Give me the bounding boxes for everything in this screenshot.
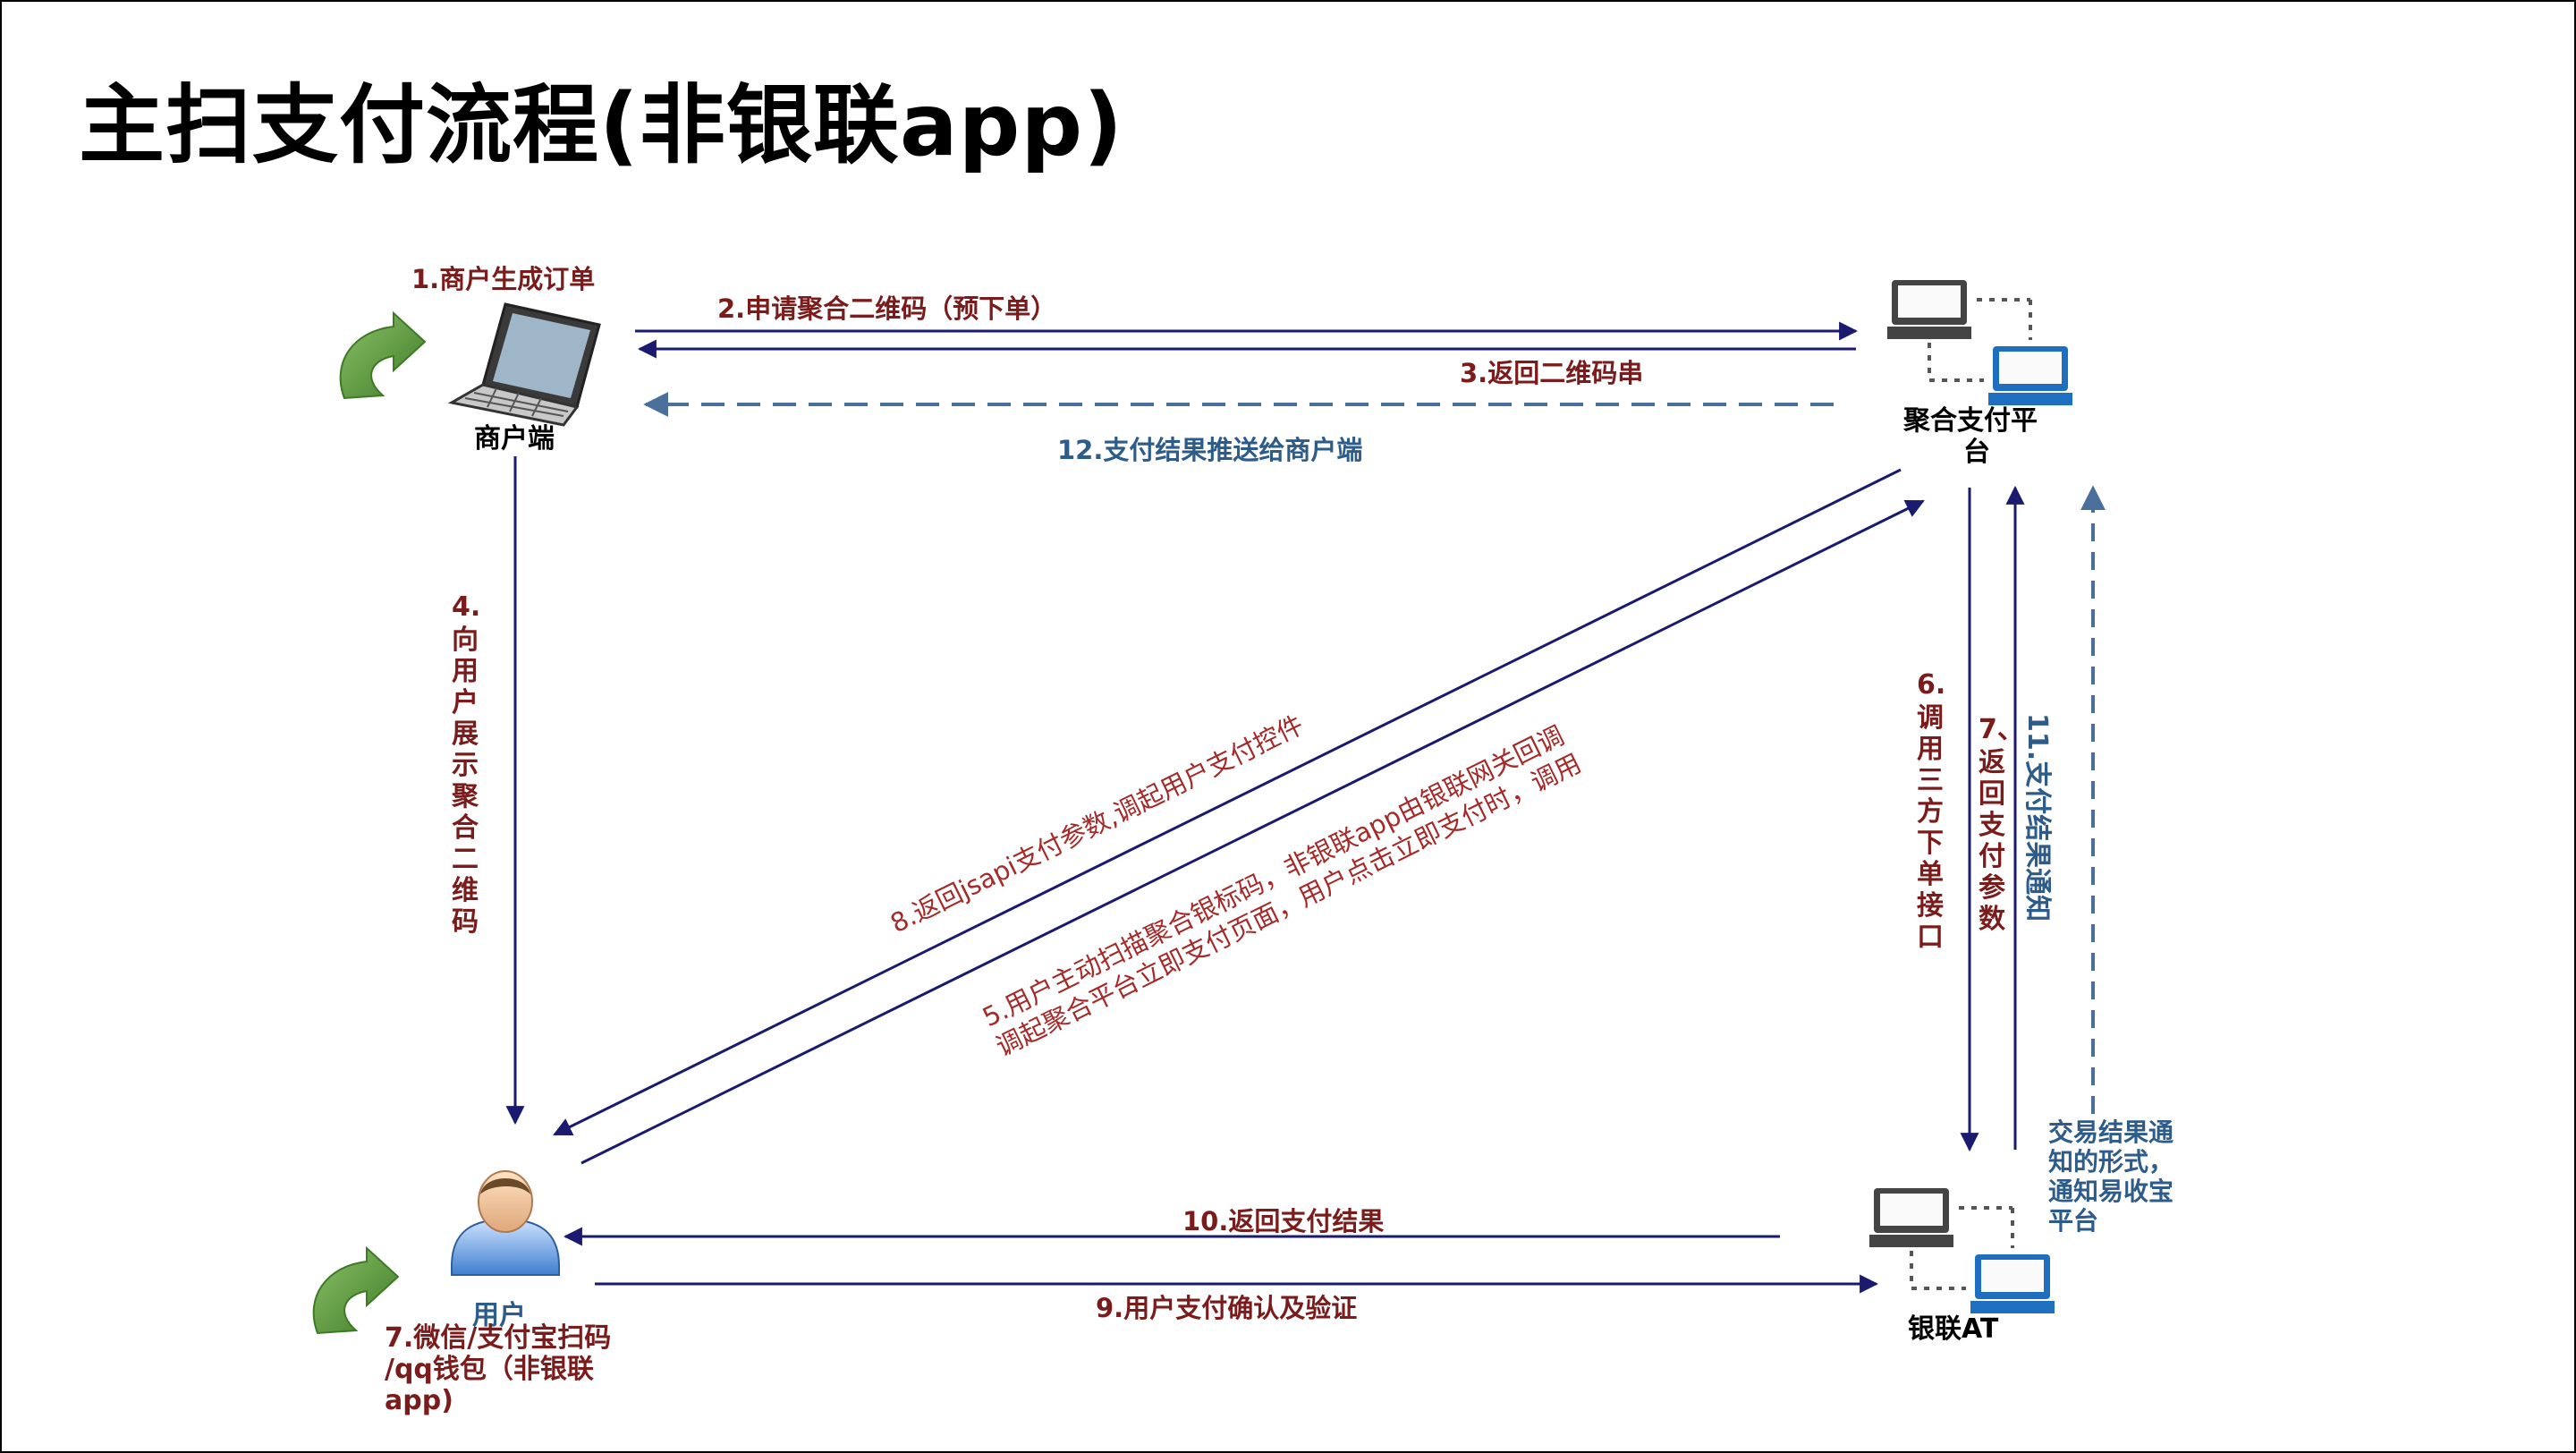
step6-char: 调 [1917, 702, 1944, 734]
step5-label: 5.用户主动扫描聚合银标码，非银联app由银联网关回调 [978, 720, 1569, 1033]
cycle-arrow-icon [312, 1245, 400, 1335]
page-title: 主扫支付流程(非银联app) [79, 75, 1123, 175]
notification-note: 交易结果通 知的形式， 通知易收宝 平台 [2048, 1117, 2174, 1236]
step4-char: 码 [452, 906, 479, 938]
step9-label: 9.用户支付确认及验证 [1096, 1293, 1357, 1323]
unionpay-label: 银联AT [1908, 1313, 1999, 1345]
step4-char: 用 [452, 656, 479, 687]
step7-label-line3: app) [385, 1385, 453, 1416]
step7-return-char: 7、 [1979, 714, 2024, 745]
step4-char: 4. [452, 591, 480, 623]
step10-label: 10.返回支付结果 [1182, 1206, 1384, 1236]
arrow-step8 [553, 468, 1902, 1136]
step6-label: 6. 调 用 三 方 下 单 接 口 [1917, 669, 1945, 953]
user-label: 用户 [472, 1300, 526, 1331]
step12-label: 12.支付结果推送给商户端 [1057, 435, 1362, 465]
step4-char: 向 [452, 625, 479, 656]
note-line: 通知易收宝 [2048, 1177, 2174, 1206]
step7-label: 7.微信/支付宝扫码 [385, 1322, 611, 1354]
step6-char: 用 [1917, 734, 1944, 765]
step6-char: 口 [1917, 922, 1944, 953]
step6-char: 单 [1917, 859, 1944, 890]
step4-char: 展 [452, 718, 479, 750]
step6-char: 方 [1917, 796, 1944, 828]
step4-char: 二 [452, 844, 479, 875]
step4-char: 户 [452, 687, 479, 718]
step7-return-char: 支 [1979, 810, 2005, 841]
step6-char: 三 [1917, 765, 1944, 796]
step7-return-label: 7、 返 回 支 付 参 数 [1979, 714, 2024, 935]
step7-return-char: 参 [1979, 872, 2005, 904]
step7-label-line2: /qq钱包（非银联 [385, 1354, 594, 1385]
step6-char: 下 [1917, 828, 1944, 859]
step4-char: 示 [452, 750, 479, 781]
step3-label: 3.返回二维码串 [1460, 358, 1643, 388]
merchant-label: 商户端 [474, 423, 555, 455]
step2-label: 2.申请聚合二维码（预下单） [717, 293, 1056, 324]
network-computers-icon [1887, 280, 2072, 405]
step4-char: 聚 [451, 781, 479, 812]
user-person-icon [451, 1170, 560, 1276]
step7-return-char: 数 [1979, 904, 2006, 935]
step6-char: 接 [1917, 890, 1944, 922]
arrow-step5 [580, 499, 1925, 1165]
step1-label: 1.商户生成订单 [411, 264, 595, 294]
step7-return-char: 回 [1979, 778, 2005, 810]
platform-label: 聚合支付平 [1902, 405, 2038, 437]
platform-label-line2: 台 [1963, 437, 1990, 468]
step7-return-char: 付 [1979, 841, 2005, 872]
note-line: 交易结果通 [2048, 1117, 2174, 1147]
cycle-arrow-icon [339, 310, 427, 400]
network-computers-icon [1869, 1188, 2055, 1313]
step6-char: 6. [1917, 669, 1945, 701]
laptop-icon [447, 302, 601, 427]
note-line: 知的形式， [2048, 1147, 2174, 1177]
step4-char: 维 [452, 875, 479, 906]
note-line: 平台 [2048, 1206, 2098, 1236]
step11-label: 11.支付结果通知 [2021, 713, 2053, 922]
step4-char: 合 [452, 812, 479, 844]
step7-return-char: 返 [1979, 747, 2005, 778]
step4-label: 4. 向 用 户 展 示 聚 合 二 维 码 [451, 591, 480, 938]
step5-label-line2: 调起聚合平台立即支付页面，用户点击立即支付时，调用 [991, 748, 1586, 1063]
